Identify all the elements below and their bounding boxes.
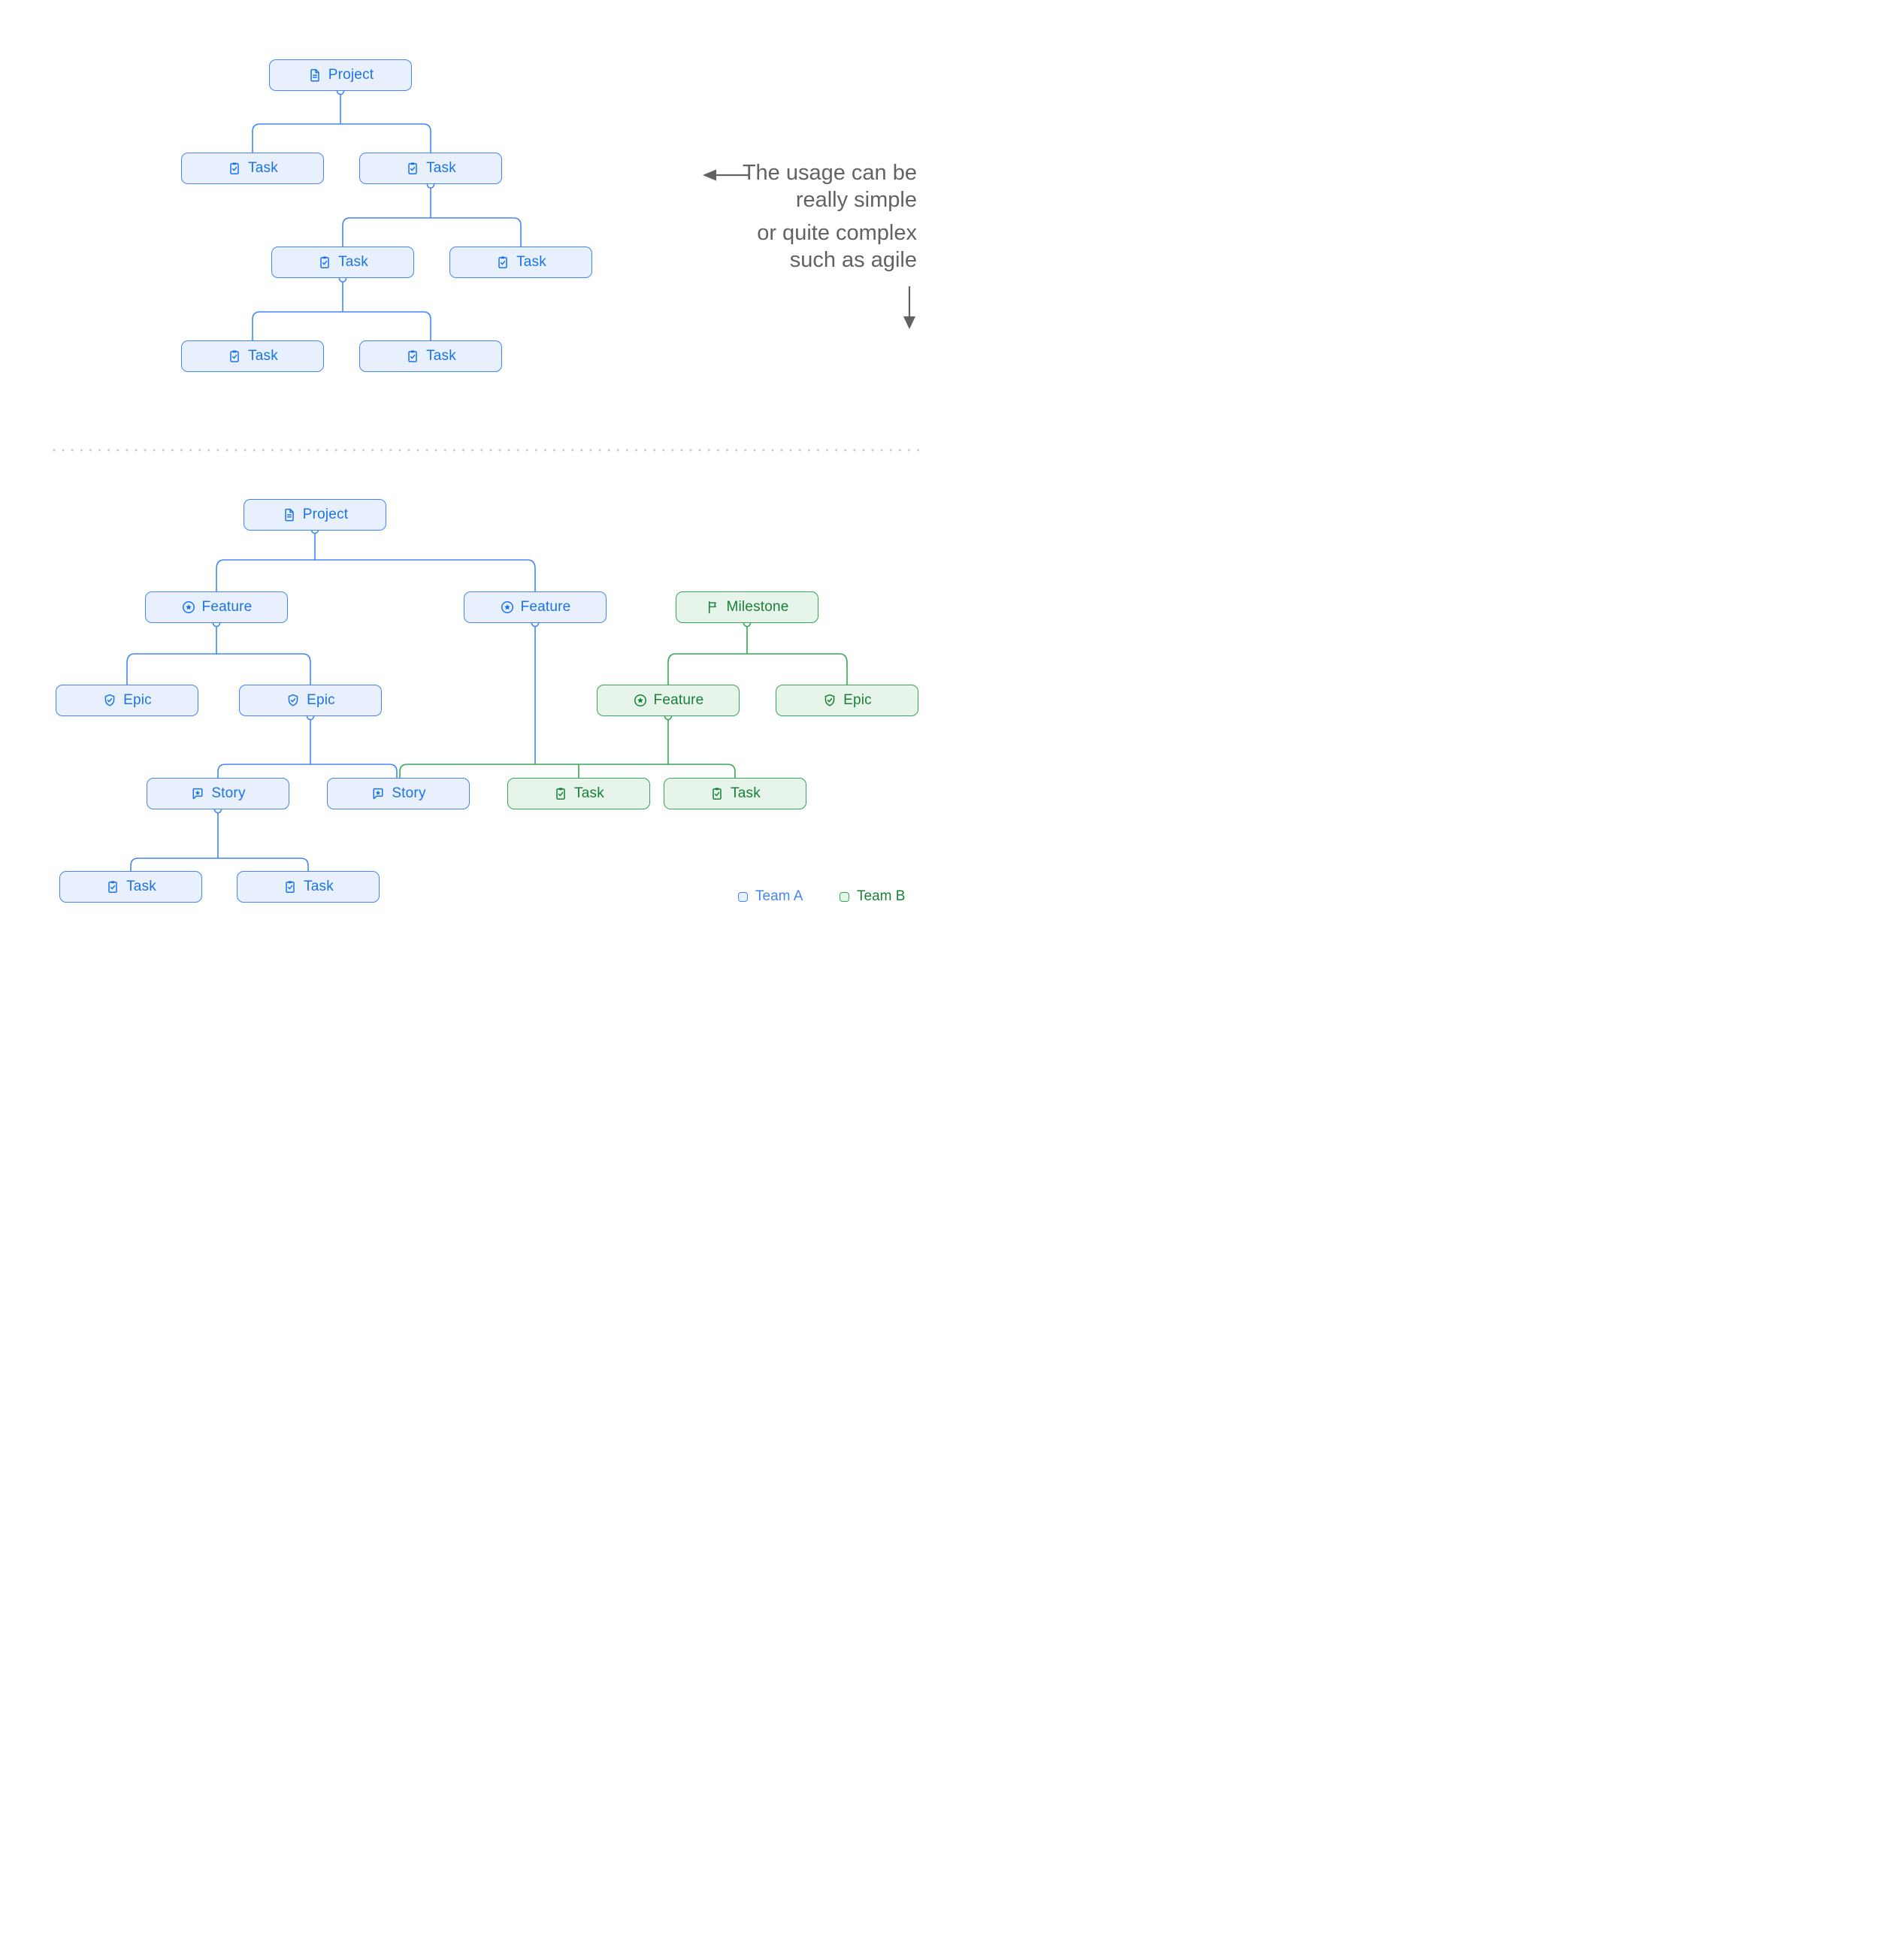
node-task: Task [237,871,380,903]
node-label: Task [426,160,456,176]
node-epic: Epic [776,685,918,716]
left-arrow-icon [703,169,716,181]
annotation-simple: The usage can be really simple [743,159,917,213]
story-icon [192,788,203,800]
node-task: Task [271,247,414,278]
node-task: Task [507,778,650,809]
node-project: Project [244,499,386,531]
annotation-line: really simple [795,188,917,212]
node-label: Task [731,785,761,801]
annotation-complex: or quite complex such as agile [757,219,917,274]
node-task: Task [59,871,202,903]
feature-icon [634,694,646,706]
epic-icon [824,694,835,706]
node-feature: Feature [145,591,288,623]
node-epic: Epic [239,685,382,716]
team-b-chip-icon [840,891,849,902]
task-icon [556,787,565,800]
document-icon [310,68,319,82]
connector-projectb-features [216,533,536,591]
node-label: Task [248,348,278,364]
node-label: Feature [653,692,704,708]
task-icon [286,880,295,893]
feature-icon [182,601,195,613]
feature-icon [501,601,513,613]
node-label: Task [516,254,546,270]
team-a-chip-icon [738,891,748,902]
document-icon [284,508,294,522]
task-icon [230,349,239,362]
node-task: Task [359,153,502,184]
legend-label: Team A [755,888,803,904]
node-label: Epic [307,692,335,708]
annotation-line: or quite complex [757,221,917,245]
connector-feature1-epics [126,626,311,685]
node-milestone: Milestone [676,591,818,623]
epic-icon [288,694,298,706]
connector-project-tasks [252,94,431,153]
node-story: Story [327,778,470,809]
task-icon [320,256,329,268]
connector-milestone-children [667,626,848,685]
node-label: Task [426,348,456,364]
node-label: Story [392,785,426,801]
node-feature: Feature [597,685,740,716]
node-feature: Feature [464,591,607,623]
down-arrow-icon [903,316,915,329]
annotation-line: such as agile [789,248,917,272]
node-label: Task [304,879,334,894]
node-task: Task [449,247,592,278]
node-label: Project [328,67,374,83]
node-label: Feature [201,599,253,615]
epic-icon [104,694,115,706]
connector-task3-children [252,282,431,340]
flag-icon [709,601,717,614]
node-label: Milestone [726,599,789,615]
node-label: Epic [123,692,152,708]
node-project: Project [269,59,412,91]
node-label: Story [211,785,246,801]
story-icon [373,788,383,800]
diagram-canvas: Project Task Task Task Task Task Task Th… [0,0,952,980]
task-icon [408,162,417,174]
node-label: Task [248,160,278,176]
task-icon [712,787,722,800]
task-icon [230,162,239,174]
connector-task2-children [342,188,522,247]
annotation-line: The usage can be [742,161,917,185]
legend-label: Team B [857,888,906,904]
node-task: Task [181,153,324,184]
connector-story1-tasks [130,812,309,871]
task-icon [108,880,117,893]
connector-feature3-shared [399,719,736,778]
edges-svg [53,86,920,871]
node-task: Task [181,340,324,372]
node-task: Task [664,778,806,809]
node-label: Task [126,879,156,894]
node-label: Task [574,785,604,801]
connector-epic2-stories [217,719,398,778]
legend-team-a: Team A [738,888,803,904]
node-label: Feature [520,599,571,615]
node-epic: Epic [56,685,198,716]
node-label: Epic [843,692,872,708]
legend-team-b: Team B [840,888,906,904]
node-label: Task [338,254,368,270]
node-label: Project [302,507,349,522]
node-story: Story [147,778,289,809]
task-icon [498,256,507,268]
node-task: Task [359,340,502,372]
task-icon [408,349,417,362]
